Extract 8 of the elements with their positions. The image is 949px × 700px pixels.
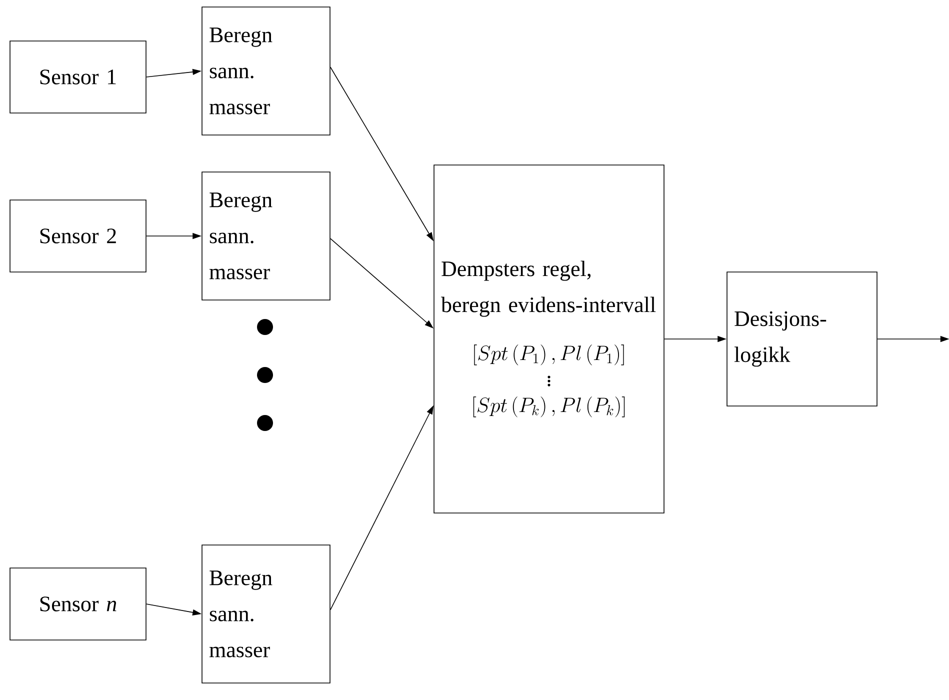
decision-logic-box: Desisjons-logikk <box>726 272 878 406</box>
process-box: Beregn sann. masser <box>202 544 330 684</box>
sensor-box: Sensor n <box>10 568 146 640</box>
process-box: Dempsters regel, beregn evidens-intervall $\left[Spt\left(P_{1}\right), Pl\left(P_{1}\right)\right]$ $\vdots$ $\left[Spt\left(P_{k}\right), Pl\left(P_{k}\right)\right]$ <box>434 164 664 514</box>
process-box: Beregn sann. masser <box>202 172 330 300</box>
sensor-box: Sensor 1 <box>10 40 146 114</box>
sensor-box: Sensor 2 <box>10 200 146 272</box>
process-box: Beregn sann. masser <box>202 6 330 136</box>
